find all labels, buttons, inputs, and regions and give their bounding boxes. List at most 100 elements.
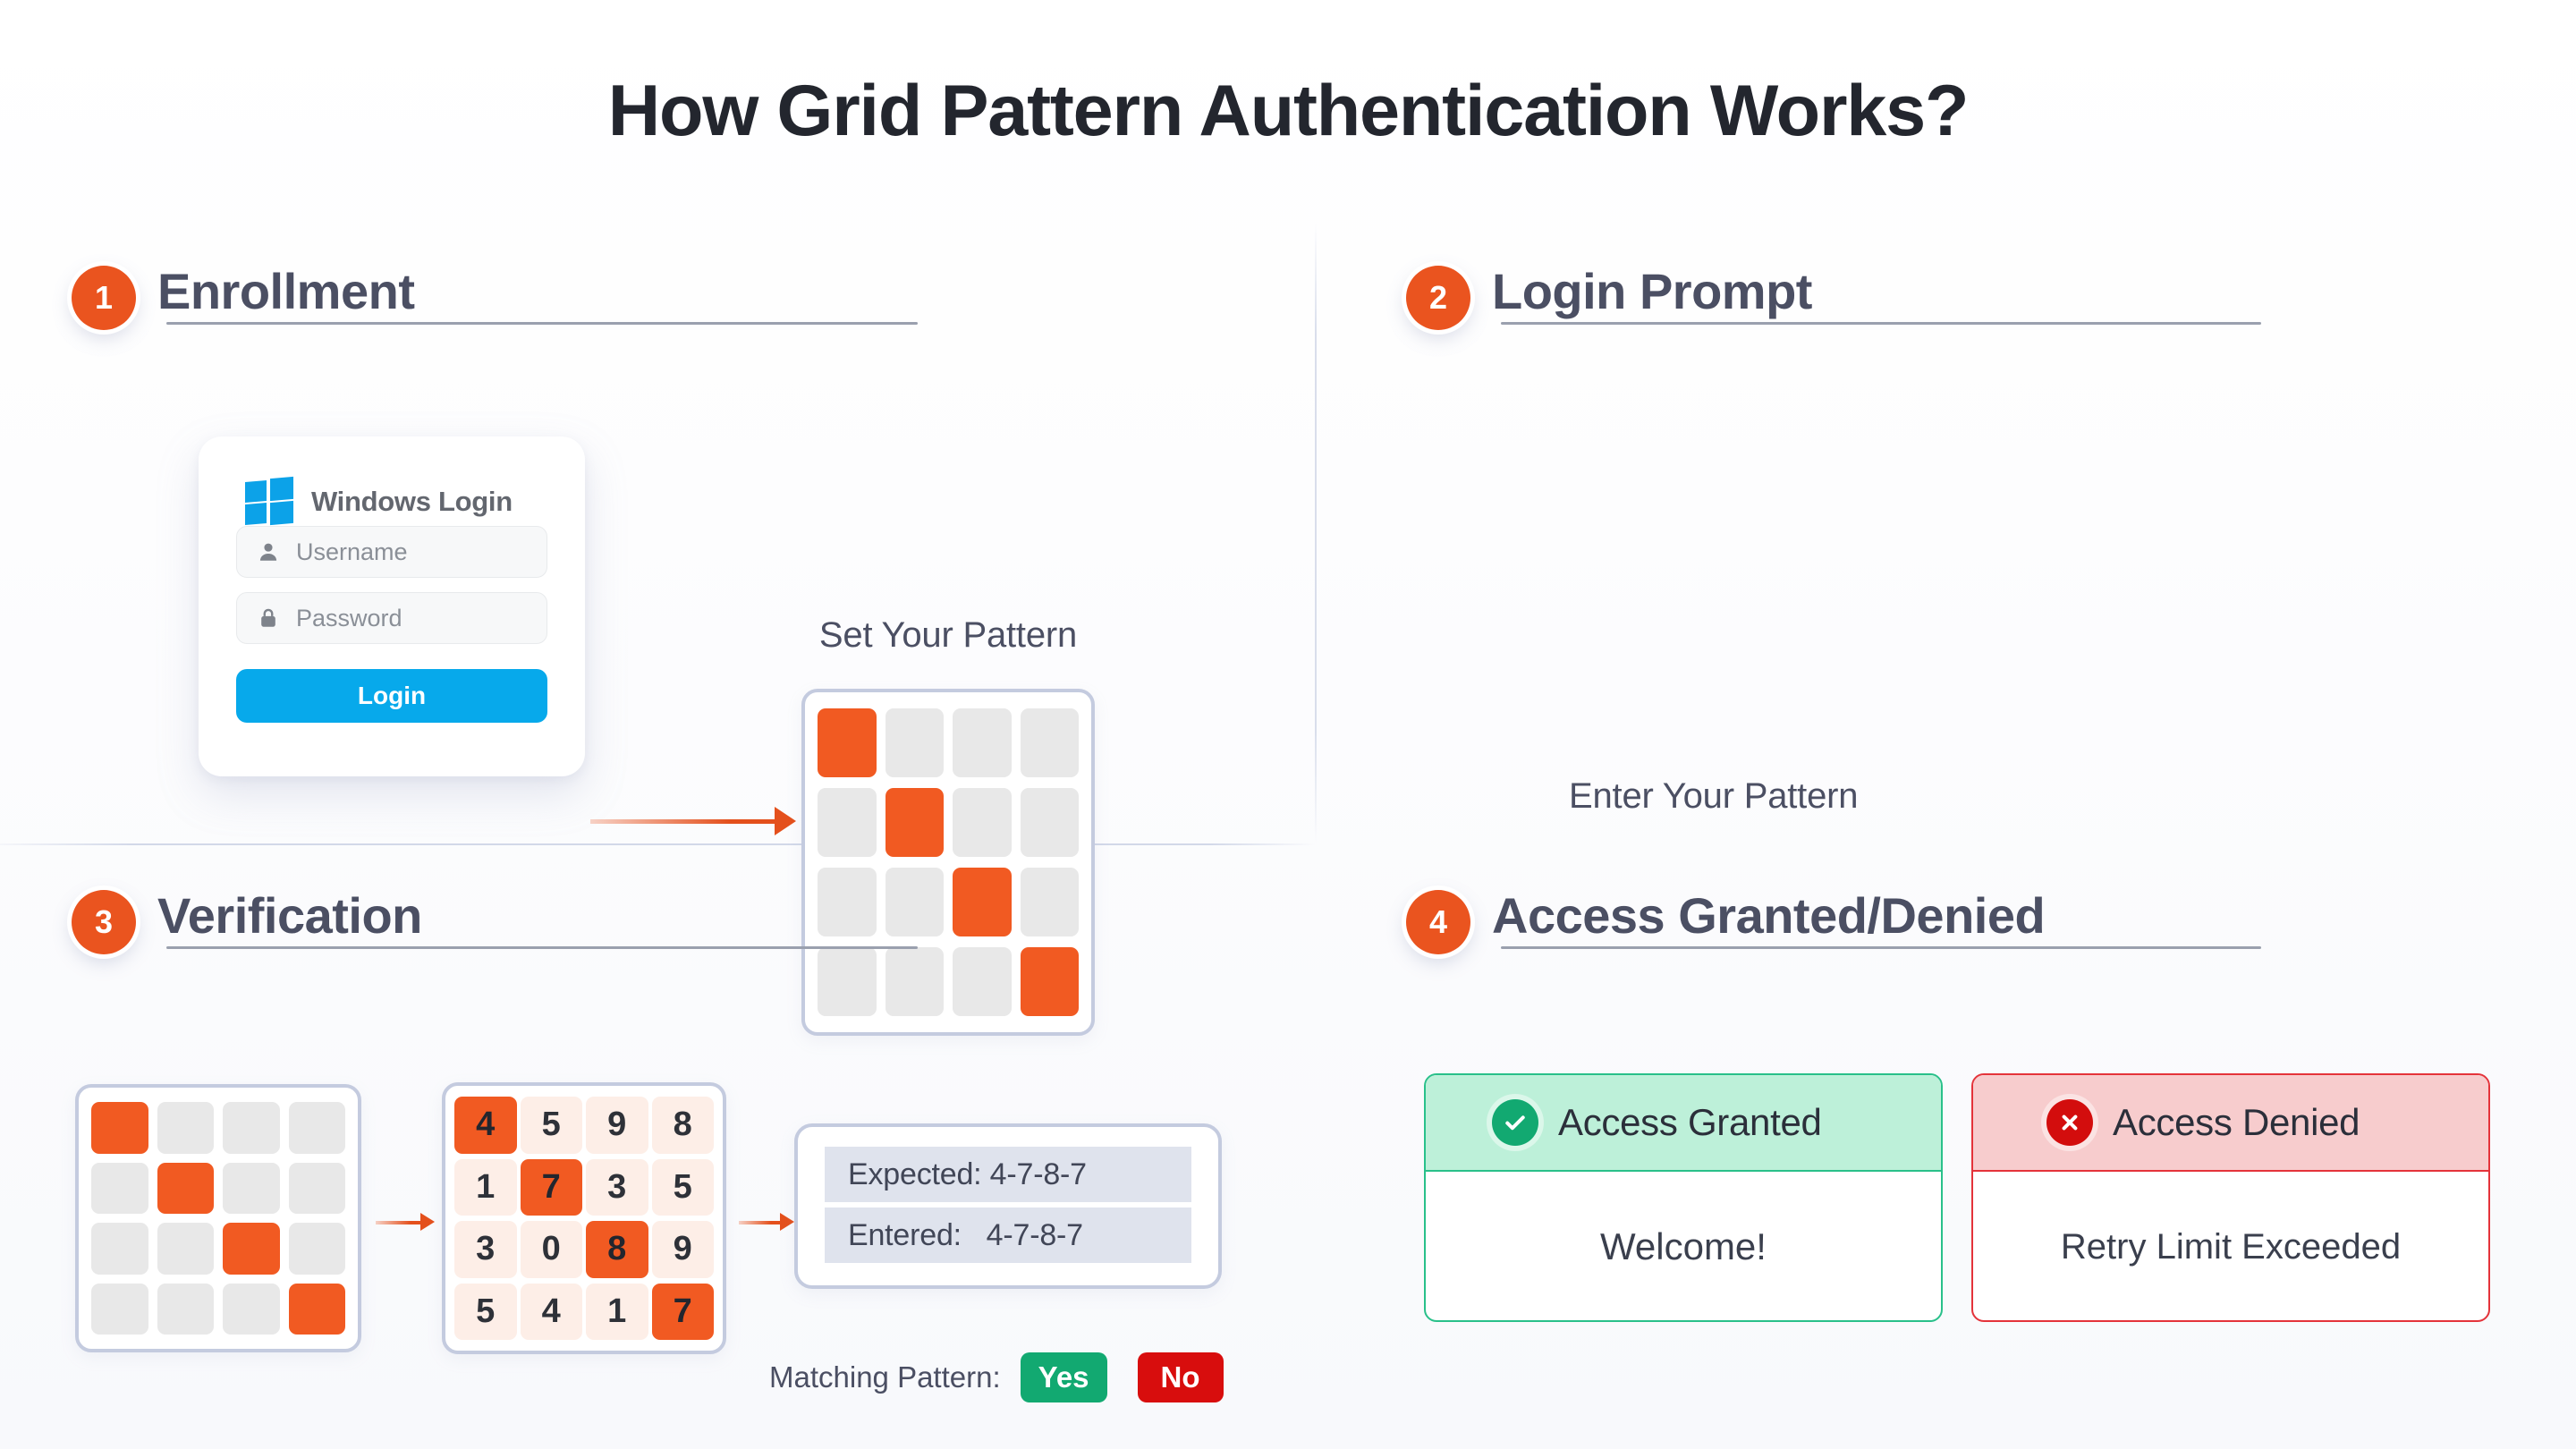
number-cell[interactable]: 3: [454, 1221, 517, 1278]
number-cell-label: 5: [673, 1167, 692, 1206]
number-cell[interactable]: 1: [454, 1158, 517, 1216]
pattern-cell[interactable]: [818, 868, 877, 936]
number-cell-label: 8: [673, 1106, 692, 1144]
pattern-cell: [157, 1223, 214, 1275]
number-cell[interactable]: 8: [651, 1097, 714, 1154]
pattern-cell[interactable]: [818, 788, 877, 857]
pattern-cell[interactable]: [1020, 947, 1079, 1016]
windows-login-brand-label: Windows Login: [311, 486, 513, 517]
password-field[interactable]: Password: [236, 592, 547, 644]
number-cell-label: 0: [541, 1230, 561, 1268]
check-circle-icon: [1492, 1099, 1538, 1146]
pattern-cell[interactable]: [1020, 788, 1079, 857]
number-cell[interactable]: 9: [586, 1097, 648, 1154]
step-badge-4: 4: [1406, 889, 1470, 954]
pattern-cell: [157, 1102, 214, 1154]
panel-verification-header: 3 Verification: [72, 886, 422, 957]
panel-access-title: Access Granted/Denied: [1492, 887, 2046, 944]
pattern-cell[interactable]: [818, 708, 877, 777]
pattern-cell[interactable]: [953, 788, 1012, 857]
number-cell-label: 7: [541, 1167, 561, 1206]
set-pattern-caption: Set Your Pattern: [818, 615, 1078, 655]
step-badge-3: 3: [72, 889, 136, 954]
number-cell[interactable]: 4: [454, 1097, 517, 1154]
matching-yes-chip[interactable]: Yes: [1020, 1352, 1107, 1402]
pattern-cell[interactable]: [818, 947, 877, 1016]
panel-verification: 3 Verification Stored Pattern Current Gr…: [0, 846, 1315, 1449]
number-cell-label: 5: [476, 1292, 496, 1330]
matching-no-chip[interactable]: No: [1137, 1352, 1224, 1402]
entered-sequence-row: Entered: 4-7-8-7: [825, 1208, 1191, 1263]
username-field[interactable]: Username: [236, 526, 547, 578]
number-cell-label: 3: [476, 1230, 496, 1268]
arrow-right-icon: [376, 1213, 435, 1231]
arrow-right-icon: [739, 1213, 794, 1231]
number-cell-label: 4: [476, 1106, 496, 1144]
pattern-cell[interactable]: [953, 708, 1012, 777]
panel-enrollment-header: 1 Enrollment: [72, 262, 415, 333]
pattern-cell: [157, 1162, 214, 1214]
panel-login-prompt-header: 2 Login Prompt: [1406, 262, 1812, 333]
pattern-cell: [91, 1162, 148, 1214]
number-cell-label: 5: [541, 1106, 561, 1144]
number-cell[interactable]: 5: [520, 1097, 582, 1154]
pattern-cell: [288, 1223, 345, 1275]
pattern-cell[interactable]: [885, 868, 944, 936]
number-cell[interactable]: 4: [520, 1283, 582, 1340]
access-granted-header-label: Access Granted: [1558, 1101, 1822, 1143]
step-badge-1: 1: [72, 265, 136, 330]
pattern-cell[interactable]: [885, 708, 944, 777]
enrollment-pattern-grid[interactable]: [801, 689, 1095, 1036]
number-cell[interactable]: 5: [651, 1158, 714, 1216]
matching-pattern-row: Matching Pattern: Yes No: [769, 1352, 1224, 1402]
number-cell[interactable]: 1: [586, 1283, 648, 1340]
page-title: How Grid Pattern Authentication Works?: [607, 71, 1970, 151]
number-cell[interactable]: 7: [520, 1158, 582, 1216]
windows-login-card: Windows Login Username: [199, 436, 585, 776]
login-button[interactable]: Login: [236, 669, 547, 723]
panel-login-prompt: 2 Login Prompt Enter Your Pattern 4 5 9 …: [1317, 222, 2576, 843]
pattern-cell[interactable]: [1020, 708, 1079, 777]
access-denied-header: Access Denied: [1973, 1075, 2488, 1172]
username-placeholder: Username: [296, 538, 408, 565]
number-cell-label: 1: [607, 1292, 627, 1330]
number-cell[interactable]: 7: [651, 1283, 714, 1340]
number-cell-label: 4: [541, 1292, 561, 1330]
number-cell[interactable]: 0: [520, 1221, 582, 1278]
current-grid[interactable]: 4 5 9 8 1 7 3 5 3 0 8 9 5 4 1 7: [442, 1082, 726, 1354]
pattern-cell[interactable]: [1020, 868, 1079, 936]
number-cell[interactable]: 3: [586, 1158, 648, 1216]
pattern-cell: [91, 1223, 148, 1275]
panel-access: 4 Access Granted/Denied: [1317, 846, 2576, 1449]
panel-access-header: 4 Access Granted/Denied: [1406, 886, 2046, 957]
pattern-cell[interactable]: [885, 788, 944, 857]
access-granted-card: Access Granted Welcome!: [1424, 1073, 1943, 1322]
pattern-cell[interactable]: [953, 868, 1012, 936]
access-granted-body: Welcome!: [1600, 1225, 1767, 1267]
number-cell-label: 1: [476, 1167, 496, 1206]
number-cell[interactable]: 5: [454, 1283, 517, 1340]
access-denied-header-label: Access Denied: [2113, 1101, 2360, 1143]
windows-logo-icon: [245, 476, 293, 526]
pattern-cell: [288, 1283, 345, 1335]
pattern-cell: [223, 1223, 280, 1275]
matching-pattern-label: Matching Pattern:: [769, 1360, 1001, 1394]
pattern-cell: [91, 1283, 148, 1335]
pattern-cell: [288, 1162, 345, 1214]
number-cell[interactable]: 9: [651, 1221, 714, 1278]
expected-sequence-row: Expected: 4-7-8-7: [825, 1147, 1191, 1202]
panel-login-prompt-title: Login Prompt: [1492, 263, 1812, 319]
access-granted-header: Access Granted: [1426, 1075, 1941, 1172]
pattern-cell[interactable]: [885, 947, 944, 1016]
lock-icon: [257, 606, 280, 630]
number-cell-label: 9: [673, 1230, 692, 1268]
pattern-cell[interactable]: [953, 947, 1012, 1016]
number-cell-label: 3: [607, 1167, 627, 1206]
access-denied-body: Retry Limit Exceeded: [2060, 1226, 2402, 1267]
stored-pattern-grid: [75, 1084, 361, 1352]
number-cell[interactable]: 8: [586, 1221, 648, 1278]
panel-access-rule: [1501, 946, 2261, 949]
compare-sequence-box: Expected: 4-7-8-7 Entered: 4-7-8-7: [794, 1123, 1222, 1289]
step-badge-2: 2: [1406, 265, 1470, 330]
